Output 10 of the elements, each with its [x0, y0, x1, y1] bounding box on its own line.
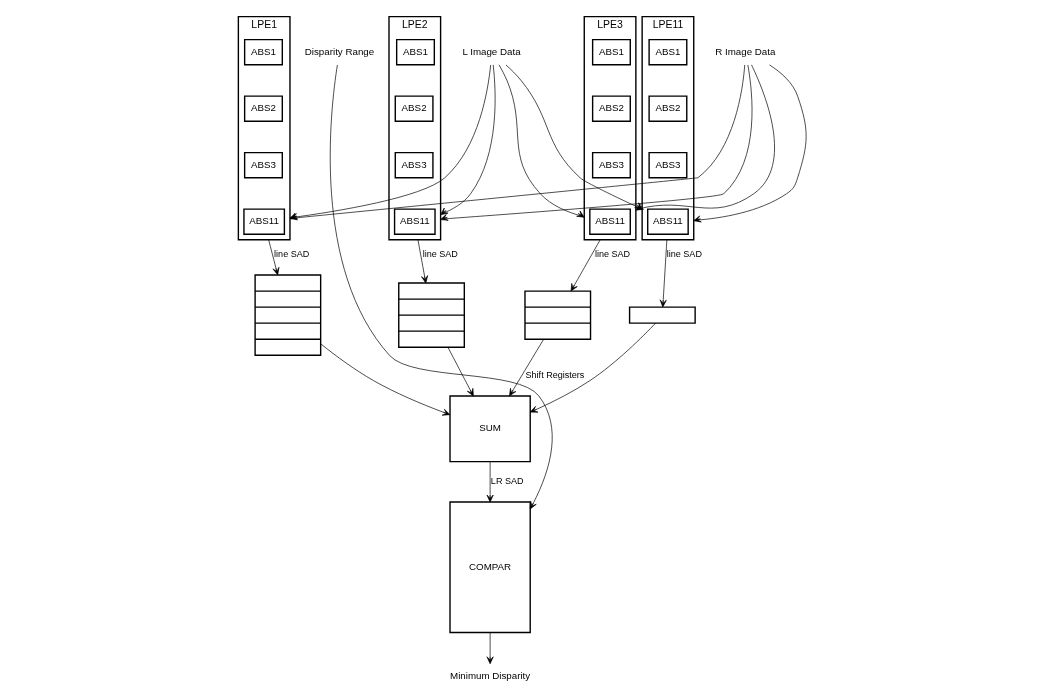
edge-label: LR SAD — [490, 476, 524, 487]
edge-label: line SAD — [422, 248, 458, 259]
node-text: R Image Data — [715, 45, 776, 57]
node-text: Disparity Range — [304, 45, 375, 57]
edge-label: Shift Registers — [525, 370, 585, 381]
node-text: L Image Data — [462, 45, 521, 57]
edge-label: line SAD — [666, 248, 702, 259]
edge-label: line SAD — [594, 248, 631, 259]
edge-label: line SAD — [274, 248, 310, 259]
node-text: Minimum Disparity — [450, 669, 531, 681]
